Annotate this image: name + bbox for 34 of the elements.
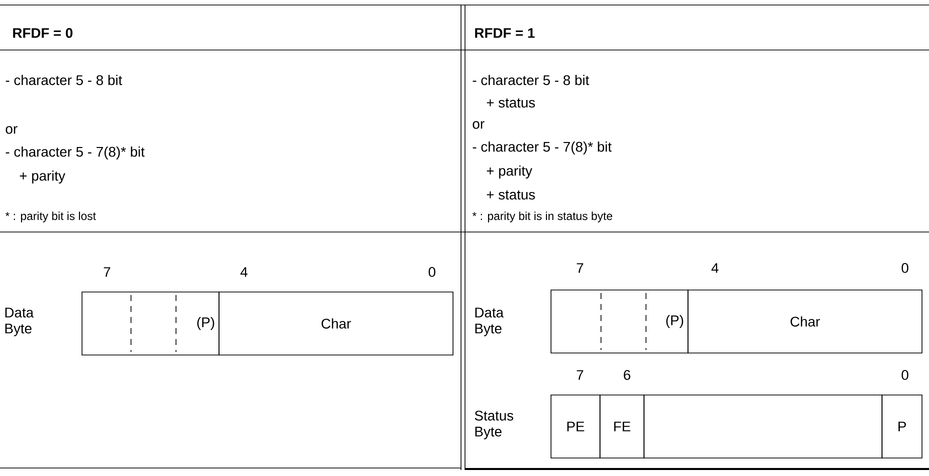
text-line: - character 5 - 8 bit [472,74,590,86]
text-line: + parity [20,170,66,184]
bit-number: 4 [711,263,718,273]
bit-field [644,394,882,458]
text-line: + status [486,98,535,108]
bit-number: 7 [576,263,584,273]
column-heading: RFDF = 0 [13,28,72,38]
bit-field: (P) [550,290,688,354]
bit-number: 4 [240,267,248,277]
bit-number: 6 [624,370,630,380]
bit-field: FE [600,394,644,458]
text-line: or [6,126,18,134]
column-heading: RFDF = 1 [475,28,535,38]
bit-number: 0 [902,263,908,273]
text-line: + parity [486,166,532,178]
register-name: Data Byte [5,308,34,336]
footnote: * : parity bit is lost [5,212,96,222]
bit-number: 0 [428,267,436,277]
bit-field: Char [218,292,454,356]
text-line: or [472,121,484,129]
text-line: - character 5 - 8 bit [6,74,122,86]
bit-number: 7 [576,370,584,380]
register-name: Status Byte [474,410,514,440]
text-line: - character 5 - 7(8)* bit [472,142,612,154]
footnote: * : parity bit is in status byte [472,212,612,222]
bit-field: Char [688,290,922,354]
text-line: - character 5 - 7(8)* bit [6,146,145,160]
bit-number: 0 [902,370,908,380]
bit-number: 7 [104,267,110,277]
text-line: + status [486,190,535,200]
bit-field: P [882,394,922,458]
register-name: Data Byte [475,308,504,336]
bit-field: PE [550,394,600,458]
bit-field: (P) [82,292,220,356]
